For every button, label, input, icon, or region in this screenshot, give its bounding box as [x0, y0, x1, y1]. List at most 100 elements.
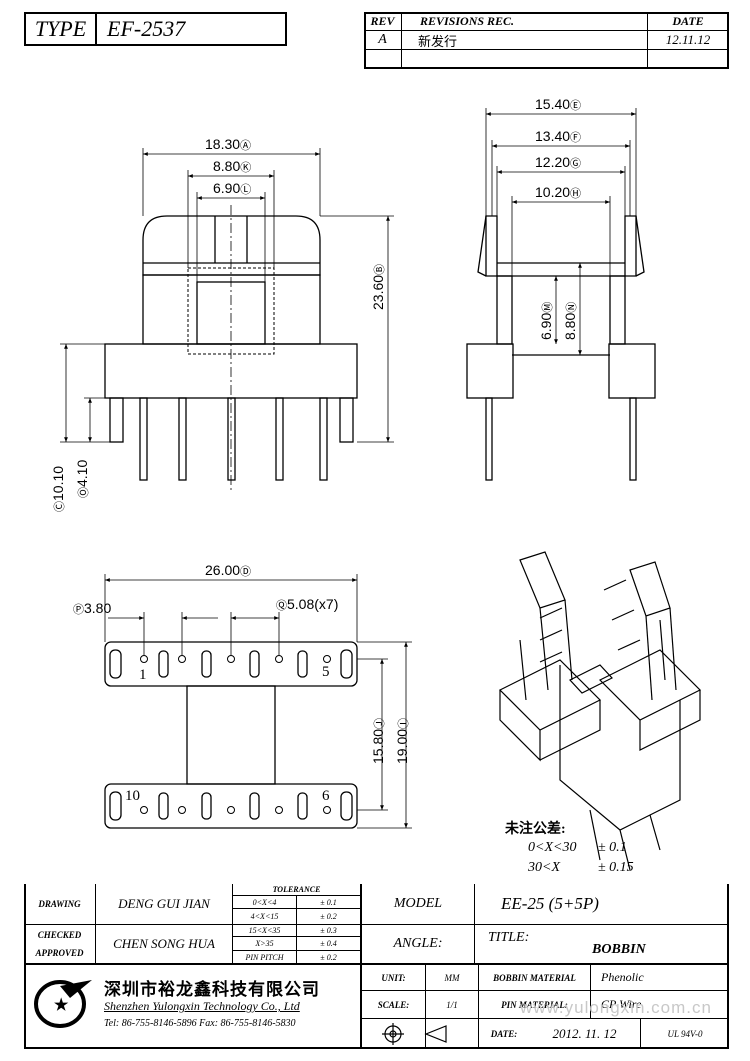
tol-value: ± 0.2	[320, 952, 337, 962]
dim-top-k: 8.80Ⓚ	[213, 158, 251, 175]
circle-g-icon: Ⓖ	[570, 158, 582, 170]
drawing-label: DRAWING	[38, 899, 81, 909]
tol-range: 15<X<35	[248, 926, 281, 935]
circle-h-icon: Ⓗ	[570, 188, 582, 200]
circle-i-icon: Ⓘ	[398, 717, 410, 729]
dim-pin-p: Ⓟ3.80	[73, 600, 111, 617]
title-value: BOBBIN	[592, 942, 646, 957]
pin-label-10: 10	[125, 788, 140, 804]
dim-value: 6.90	[213, 180, 241, 196]
dim-side-h: 10.20Ⓗ	[535, 184, 581, 201]
circle-c-icon: Ⓒ	[54, 501, 66, 512]
tolerance-note-title: 未注公差:	[505, 822, 566, 837]
dim-side-e: 15.40Ⓔ	[535, 96, 581, 113]
front-dimensions	[60, 148, 394, 443]
circle-q-icon: Ⓠ	[276, 600, 287, 612]
bobbin-drawing	[60, 108, 702, 871]
scale-label: SCALE:	[377, 999, 410, 1010]
dim-side-n: 8.80Ⓝ	[562, 302, 579, 340]
type-label: TYPE	[34, 16, 87, 41]
dim-value: 12.20	[535, 154, 571, 170]
side-view	[466, 215, 656, 481]
watermark: www.yulongxin.com.cn	[520, 998, 712, 1017]
unit-label: UNIT:	[381, 972, 406, 983]
revisions-label: REVISIONS REC.	[420, 13, 515, 28]
dim-value: 10.10	[50, 465, 66, 501]
pin-label-1: 1	[139, 667, 147, 683]
circle-p-icon: Ⓟ	[73, 604, 84, 616]
dim-value: 18.30	[205, 136, 241, 152]
tolerance-range-2: 30<X	[528, 860, 560, 875]
dim-left-o: Ⓞ4.10	[74, 460, 91, 498]
circle-f-icon: Ⓕ	[570, 132, 582, 144]
company-contact: Tel: 86-755-8146-5896 Fax: 86-755-8146-5…	[104, 1018, 296, 1029]
dim-value: 13.40	[535, 128, 571, 144]
tol-range: 0<X<4	[252, 897, 277, 907]
circle-n-icon: Ⓝ	[566, 301, 578, 313]
dim-value: 6.90	[538, 312, 554, 340]
company-name-en: Shenzhen Yulongxin Technology Co., Ltd	[104, 999, 300, 1013]
dim-depth-i: 19.00Ⓘ	[394, 718, 411, 764]
date-label: DATE:	[490, 1029, 518, 1039]
dim-pitch-q: Ⓠ5.08(x7)	[276, 596, 338, 613]
tol-range: PIN PITCH	[245, 952, 284, 962]
dim-value: 4.10	[74, 459, 90, 487]
bobbin-material-value: Phenolic	[601, 970, 644, 984]
projection-symbol	[382, 1023, 447, 1045]
pin-material-label: PIN MATERIAL:	[501, 999, 568, 1010]
dim-depth-j: 15.80Ⓙ	[370, 718, 387, 764]
date-label: DATE	[672, 13, 704, 28]
logo-swoosh-icon	[60, 980, 92, 998]
side-dimensions	[485, 108, 637, 355]
pin-label-6: 6	[322, 788, 330, 804]
ul-value: UL 94V-0	[667, 1029, 703, 1039]
approved-label: APPROVED	[35, 948, 84, 958]
circle-b-icon: Ⓑ	[374, 263, 386, 275]
pin-material-value: CP Wire	[601, 997, 642, 1011]
bottom-pins	[140, 655, 331, 814]
revision-date: 12.11.12	[665, 32, 711, 47]
angle-label: ANGLE:	[393, 936, 443, 951]
company-logo: ★	[34, 980, 92, 1028]
truncated-cone-icon	[424, 1025, 447, 1043]
dim-value: 26.00	[205, 562, 241, 578]
dim-value: 15.40	[535, 96, 571, 112]
pin-label-5: 5	[322, 664, 330, 680]
scale-value: 1/1	[446, 999, 458, 1010]
rev-label: REV	[370, 13, 395, 28]
circle-a-icon: Ⓐ	[240, 140, 252, 152]
unit-value: MM	[444, 972, 460, 983]
tolerance-range-1: 0<X<30	[528, 840, 577, 855]
tol-value: ± 0.1	[320, 897, 337, 907]
front-view	[104, 205, 358, 490]
isometric-view	[498, 551, 702, 871]
circle-l-icon: Ⓛ	[240, 184, 252, 196]
model-label: MODEL	[393, 896, 443, 911]
date-value: 2012. 11. 12	[552, 1026, 617, 1041]
dim-height-b: 23.60Ⓑ	[370, 264, 387, 310]
dim-side-m: 6.90Ⓜ	[538, 302, 555, 340]
company-name-cn: 深圳市裕龙鑫科技有限公司	[104, 980, 320, 999]
circle-o-icon: Ⓞ	[78, 487, 90, 498]
dim-value: 8.80	[562, 312, 578, 340]
dim-value: 8.80	[213, 158, 241, 174]
circle-m-icon: Ⓜ	[542, 301, 554, 313]
tol-value: ± 0.3	[320, 926, 337, 935]
checked-value: CHEN SONG HUA	[113, 936, 215, 951]
dim-value: 23.60	[370, 274, 386, 310]
drawing-value: DENG GUI JIAN	[118, 896, 210, 911]
bottom-view	[104, 641, 358, 829]
tolerance-value-2: ± 0.15	[598, 860, 634, 875]
dim-left-c: Ⓒ10.10	[50, 466, 67, 512]
model-value: EE-25 (5+5P)	[501, 894, 599, 913]
dim-side-f: 13.40Ⓕ	[535, 128, 581, 145]
bottom-dimensions	[104, 574, 412, 829]
dim-value: 3.80	[84, 600, 112, 616]
circle-e-icon: Ⓔ	[570, 100, 582, 112]
bobbin-material-label: BOBBIN MATERIAL	[493, 972, 576, 983]
title-label: TITLE:	[488, 930, 530, 945]
dim-value: 5.08(x7)	[287, 596, 339, 612]
tol-range: X>35	[255, 939, 274, 948]
circle-j-icon: Ⓙ	[374, 717, 386, 729]
dim-top-a: 18.30Ⓐ	[205, 136, 251, 153]
